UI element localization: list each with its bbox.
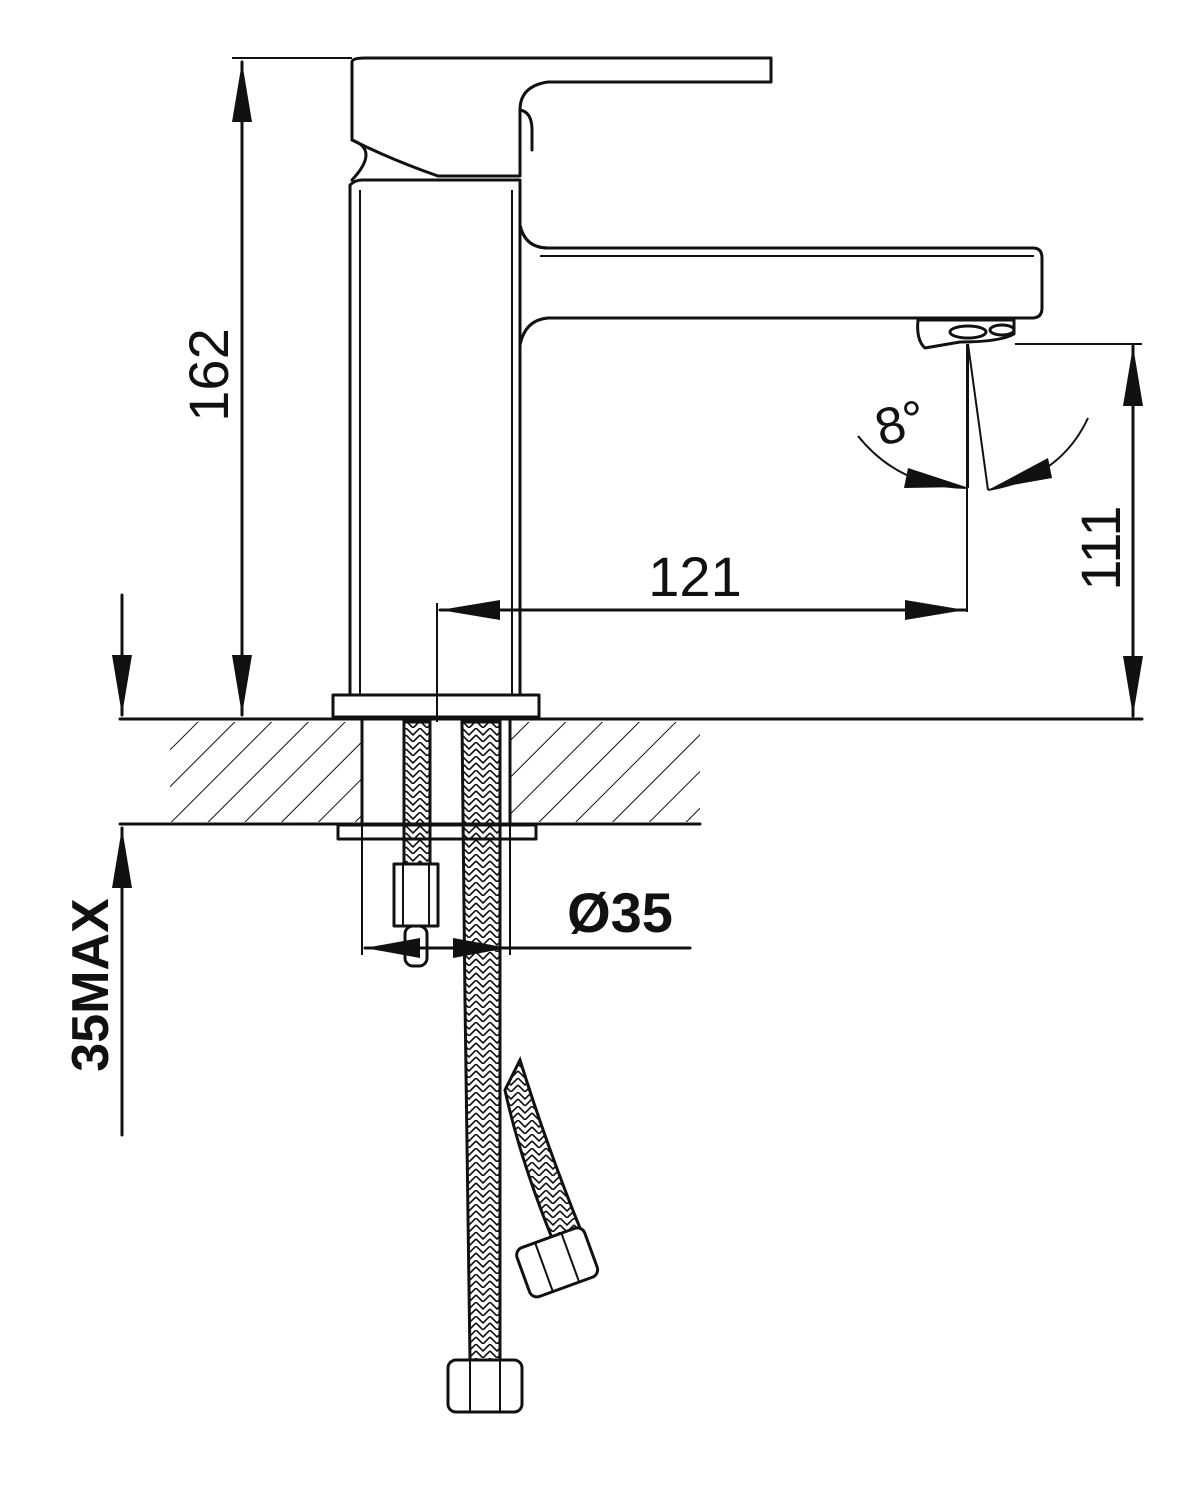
spout xyxy=(518,223,1044,347)
mounting-assembly xyxy=(336,720,600,1414)
overall-height-label: 162 xyxy=(177,328,240,421)
dimension-deck-thickness: 35MAX xyxy=(62,593,132,1137)
faucet-body xyxy=(331,56,1044,719)
hose-nut-branch xyxy=(515,1226,600,1299)
countertop-hatch-left xyxy=(170,722,362,822)
aerator-nozzle-2 xyxy=(988,323,1016,337)
spray-angle-label: 8° xyxy=(869,389,932,458)
hose-branch xyxy=(503,1055,586,1250)
deck-thickness-label: 35MAX xyxy=(62,898,120,1072)
hose-nut-main xyxy=(446,1358,524,1414)
spout-height-label: 111 xyxy=(1069,505,1132,590)
dimension-spray-angle: 8° xyxy=(857,343,1089,491)
hose-main xyxy=(460,720,502,1362)
dimension-hole-diameter: Ø35 xyxy=(361,826,692,958)
mounting-washer xyxy=(336,823,538,841)
handle-cap xyxy=(350,138,368,182)
countertop-hatch-right xyxy=(510,722,700,822)
spout-reach-label: 121 xyxy=(648,545,741,608)
countertop-section xyxy=(118,717,1144,826)
dimension-overall-height: 162 xyxy=(177,57,352,717)
hole-diameter-label: Ø35 xyxy=(567,881,673,944)
body-column xyxy=(348,178,522,697)
handle-joint xyxy=(518,108,534,152)
dimension-spout-reach: 121 xyxy=(436,344,968,722)
dimension-spout-height: 111 xyxy=(1015,343,1143,718)
stud-nut xyxy=(392,862,440,928)
aerator-nozzle xyxy=(948,324,988,340)
handle-lever xyxy=(350,56,773,178)
